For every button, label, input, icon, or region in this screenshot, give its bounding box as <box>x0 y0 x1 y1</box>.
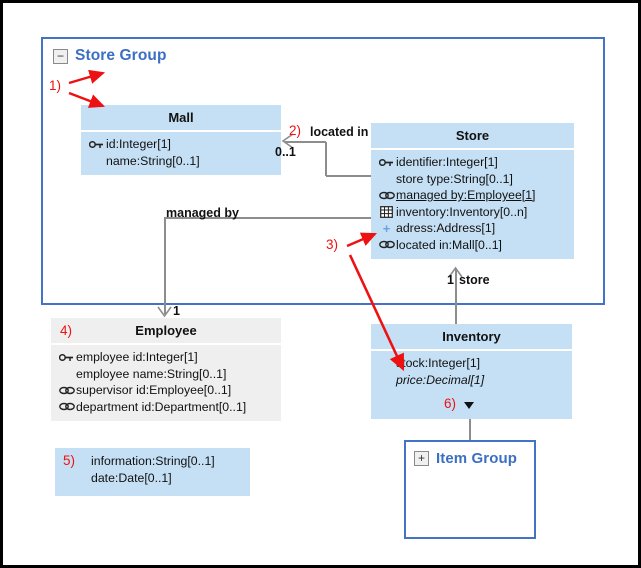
attribute-row[interactable]: managed by:Employee[1] <box>371 187 574 204</box>
class-attributes-employee: employee id:Integer[1] employee name:Str… <box>51 345 281 421</box>
class-box-store[interactable]: Store identifier:Integer[1] store type:S… <box>371 123 574 259</box>
link-icon <box>378 237 395 254</box>
attribute-row[interactable]: department id:Department[0..1] <box>51 399 281 416</box>
multiplicity-located-in: 0..1 <box>275 145 296 159</box>
annotation-label-1: 1) <box>49 78 62 93</box>
class-box-mall[interactable]: Mall id:Integer[1] name:String[0..1] <box>81 105 281 175</box>
class-title-inventory: Inventory <box>371 324 572 351</box>
association-label-located-in: located in <box>310 125 369 139</box>
collapse-minus-icon[interactable]: − <box>53 48 68 64</box>
class-attributes-mall: id:Integer[1] name:String[0..1] <box>81 132 281 175</box>
class-attributes-inventory: stock:Integer[1] price:Decimal[1] <box>371 351 572 394</box>
class-title-mall: Mall <box>81 105 281 132</box>
connector-managed-by-segment <box>164 217 166 314</box>
annotation-label-5: 5) <box>63 453 76 468</box>
multiplicity-store-inventory: 1 <box>447 273 454 287</box>
note-box-information[interactable]: information:String[0..1] date:Date[0..1] <box>55 448 250 496</box>
attribute-text: employee id:Integer[1] <box>76 350 198 364</box>
attribute-text: identifier:Integer[1] <box>396 155 498 169</box>
attribute-row[interactable]: store type:String[0..1] <box>371 171 574 188</box>
key-icon <box>88 136 105 153</box>
connector-located-in-segment <box>285 141 326 143</box>
connector-managed-by-segment <box>164 217 371 219</box>
attribute-text: adress:Address[1] <box>396 221 496 235</box>
store-group-header[interactable]: − Store Group <box>53 47 167 65</box>
link-icon <box>58 399 75 416</box>
attribute-row[interactable]: located in:Mall[0..1] <box>371 237 574 254</box>
attribute-text: store type:String[0..1] <box>396 171 513 186</box>
attribute-row[interactable]: price:Decimal[1] <box>371 372 572 389</box>
attribute-row[interactable]: identifier:Integer[1] <box>371 154 574 171</box>
item-group-container[interactable]: + Item Group <box>404 440 536 539</box>
link-icon <box>58 382 75 399</box>
connector-inventory-itemgroup <box>469 419 471 440</box>
attribute-row[interactable]: employee name:String[0..1] <box>51 366 281 383</box>
annotation-label-3: 3) <box>326 237 339 252</box>
attribute-text: department id:Department[0..1] <box>76 399 247 414</box>
link-icon <box>378 187 395 204</box>
expand-plus-icon[interactable]: + <box>414 451 429 466</box>
class-attributes-store: identifier:Integer[1] store type:String[… <box>371 150 574 259</box>
table-icon <box>378 204 395 221</box>
store-group-title: Store Group <box>75 47 167 64</box>
key-icon <box>378 154 395 171</box>
attribute-row[interactable]: supervisor id:Employee[0..1] <box>51 382 281 399</box>
class-title-employee: Employee <box>51 318 281 345</box>
attribute-text: inventory:Inventory[0..n] <box>396 204 528 219</box>
attribute-row[interactable]: + adress:Address[1] <box>371 220 574 237</box>
attribute-row[interactable]: name:String[0..1] <box>81 153 281 170</box>
attribute-text: located in:Mall[0..1] <box>396 237 502 252</box>
connector-located-in-segment <box>325 142 327 176</box>
association-label-store: store <box>459 273 490 287</box>
attribute-row[interactable]: inventory:Inventory[0..n] <box>371 204 574 221</box>
item-group-header[interactable]: + Item Group <box>414 450 517 467</box>
attribute-text: name:String[0..1] <box>106 153 200 168</box>
annotation-label-6: 6) <box>444 396 457 411</box>
attribute-text: stock:Integer[1] <box>396 356 481 370</box>
note-line: date:Date[0..1] <box>91 470 172 485</box>
attribute-text: supervisor id:Employee[0..1] <box>76 383 232 397</box>
annotation-label-4: 4) <box>60 323 73 338</box>
attribute-row[interactable]: id:Integer[1] <box>81 136 281 153</box>
item-group-title: Item Group <box>436 450 518 467</box>
attribute-text: employee name:String[0..1] <box>76 366 227 381</box>
attribute-text: managed by:Employee[1] <box>396 188 536 202</box>
connector-located-in-segment <box>326 175 371 177</box>
note-line: information:String[0..1] <box>91 454 215 468</box>
annotation-label-2: 2) <box>289 123 302 138</box>
chevron-down-icon[interactable] <box>464 402 474 409</box>
attribute-row[interactable]: stock:Integer[1] <box>371 355 572 372</box>
attribute-text: price:Decimal[1] <box>396 372 485 387</box>
association-label-managed-by: managed by <box>166 206 239 220</box>
connector-store-inventory-segment <box>455 268 457 324</box>
attribute-row[interactable]: employee id:Integer[1] <box>51 349 281 366</box>
class-title-store: Store <box>371 123 574 150</box>
class-box-employee[interactable]: Employee employee id:Integer[1] employee… <box>51 318 281 421</box>
attribute-text: id:Integer[1] <box>106 137 171 151</box>
multiplicity-managed-by: 1 <box>173 304 180 318</box>
key-icon <box>58 349 75 366</box>
plus-icon: + <box>382 220 391 236</box>
